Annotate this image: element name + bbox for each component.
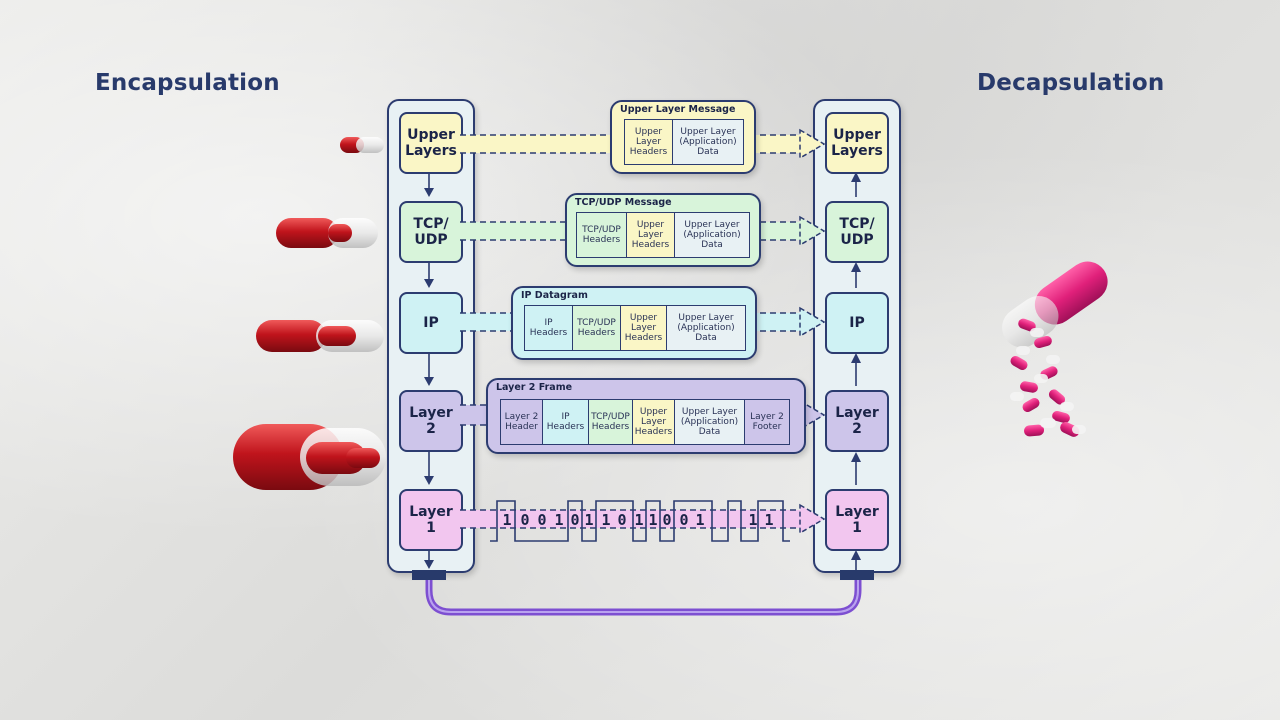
capsule-icon: [276, 218, 378, 248]
bit-14: 1: [764, 511, 773, 529]
bit-4: 0: [570, 511, 579, 529]
capsule-icon: [340, 137, 384, 153]
cell-upper-layer-headers: Upper Layer Headers: [621, 306, 667, 350]
right-cable-connector: [840, 570, 874, 580]
bit-9: 1: [648, 511, 657, 529]
bit-13: 1: [748, 511, 757, 529]
encapsulation-title: Encapsulation: [95, 70, 280, 96]
transmission-cable: [425, 575, 862, 616]
layer2-frame: Layer 2 Frame Layer 2 Header IP Headers …: [486, 378, 806, 454]
frame-title: Upper Layer Message: [620, 104, 736, 115]
frame-title: TCP/UDP Message: [575, 197, 672, 208]
decapsulation-title: Decapsulation: [977, 70, 1165, 96]
down-arrows: [424, 172, 434, 569]
decapsulation-stack: Upper Layers TCP/ UDP IP Layer 2 Layer 1: [813, 99, 901, 573]
bit-12: 1: [695, 511, 704, 529]
bit-6: 1: [601, 511, 610, 529]
cell-upper-layer-headers: Upper Layer Headers: [625, 120, 673, 164]
bit-11: 0: [679, 511, 688, 529]
bit-10: 0: [662, 511, 671, 529]
layer2-frame-cells: Layer 2 Header IP Headers TCP/UDP Header…: [500, 399, 790, 445]
cell-layer2-footer: Layer 2 Footer: [745, 400, 789, 444]
cell-tcp-udp-headers: TCP/UDP Headers: [589, 400, 633, 444]
ip-datagram-frame: IP Datagram IP Headers TCP/UDP Headers U…: [511, 286, 757, 360]
cell-tcp-udp-headers: TCP/UDP Headers: [577, 213, 627, 257]
tcp-message-cells: TCP/UDP Headers Upper Layer Headers Uppe…: [576, 212, 750, 258]
frame-title: IP Datagram: [521, 290, 588, 301]
tcp-udp-message-frame: TCP/UDP Message TCP/UDP Headers Upper La…: [565, 193, 761, 267]
bit-8: 1: [634, 511, 643, 529]
cell-upper-layer-headers: Upper Layer Headers: [633, 400, 675, 444]
bit-5: 1: [584, 511, 593, 529]
frame-title: Layer 2 Frame: [496, 382, 573, 393]
cell-upper-layer-headers: Upper Layer Headers: [627, 213, 675, 257]
bit-7: 0: [617, 511, 626, 529]
cell-application-data: Upper Layer (Application) Data: [667, 306, 745, 350]
cell-application-data: Upper Layer (Application) Data: [675, 213, 749, 257]
cell-ip-headers: IP Headers: [543, 400, 589, 444]
right-layer-upper: Upper Layers: [825, 112, 889, 174]
encapsulation-stack: Upper Layers TCP/ UDP IP Layer 2 Layer 1: [387, 99, 475, 573]
capsule-icon: [233, 424, 386, 490]
cell-ip-headers: IP Headers: [525, 306, 573, 350]
spilling-capsule-icon: [1002, 261, 1108, 437]
right-layer-tcp-udp: TCP/ UDP: [825, 201, 889, 263]
signal-waveform: [490, 500, 790, 542]
layer1-band: [460, 503, 826, 535]
up-arrows: [851, 172, 861, 570]
left-layer-2: Layer 2: [399, 390, 463, 452]
left-cable-connector: [412, 570, 446, 580]
bit-0: 1: [502, 511, 511, 529]
upper-layer-message-frame: Upper Layer Message Upper Layer Headers …: [610, 100, 756, 174]
ip-datagram-cells: IP Headers TCP/UDP Headers Upper Layer H…: [524, 305, 746, 351]
bit-1: 0: [520, 511, 529, 529]
bit-2: 0: [537, 511, 546, 529]
bit-3: 1: [554, 511, 563, 529]
capsule-icon: [256, 320, 384, 352]
right-layer-1: Layer 1: [825, 489, 889, 551]
upper-message-cells: Upper Layer Headers Upper Layer (Applica…: [624, 119, 744, 165]
right-layer-2: Layer 2: [825, 390, 889, 452]
cell-application-data: Upper Layer (Application) Data: [675, 400, 745, 444]
right-layer-ip: IP: [825, 292, 889, 354]
cell-tcp-udp-headers: TCP/UDP Headers: [573, 306, 621, 350]
left-layer-ip: IP: [399, 292, 463, 354]
left-layer-1: Layer 1: [399, 489, 463, 551]
cell-application-data: Upper Layer (Application) Data: [673, 120, 743, 164]
cell-layer2-header: Layer 2 Header: [501, 400, 543, 444]
